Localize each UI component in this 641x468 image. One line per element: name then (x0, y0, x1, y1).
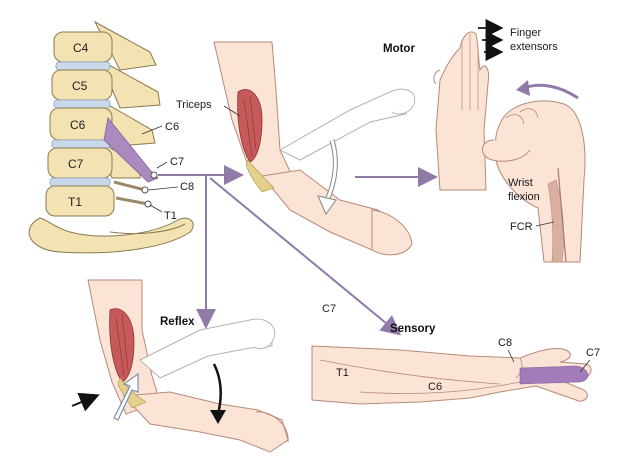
root-label-c8: C8 (180, 181, 194, 193)
label-dermatome-c6: C6 (428, 381, 442, 393)
label-wrist-flexion-2: flexion (508, 191, 540, 203)
label-wrist-flexion-1: Wrist (508, 177, 533, 189)
svg-text:C6: C6 (70, 118, 86, 132)
wrist-flexion-curved-arrow (523, 83, 579, 100)
label-triceps: Triceps (176, 99, 212, 111)
root-label-c6: C6 (165, 121, 179, 133)
vertebra-c4: C4 (53, 31, 113, 63)
disc-c5-c6 (53, 99, 111, 109)
label-finger-extensors-2: extensors (510, 41, 558, 53)
sensory-arm-dermatomes (311, 345, 592, 405)
vertebra-c6: C6 (49, 107, 113, 141)
vertebra-t1: T1 (45, 185, 115, 217)
svg-text:T1: T1 (68, 195, 82, 209)
first-rib (28, 217, 194, 254)
spinous-processes (93, 20, 161, 179)
triceps-arm-illustration (213, 41, 416, 256)
heading-reflex: Reflex (160, 316, 195, 328)
vertebra-c7: C7 (47, 147, 113, 179)
label-dermatome-c8: C8 (498, 337, 512, 349)
reflex-triceps-muscle (109, 308, 135, 383)
cervical-spine: C4 C5 C6 C7 T1 (28, 20, 194, 254)
pathway-arrows (158, 165, 438, 336)
reflex-tap-arrow-black (71, 392, 100, 412)
label-c7-pathway: C7 (322, 303, 336, 315)
reflex-motion-arrow (212, 363, 222, 415)
root-labels: C6 C7 C8 T1 (141, 121, 194, 222)
dermatome-c7-region (519, 365, 589, 385)
label-fcr: FCR (510, 221, 533, 233)
root-label-c7: C7 (170, 156, 184, 168)
c8-nerve-root (113, 180, 146, 192)
label-finger-extensors-1: Finger (510, 27, 542, 39)
svg-text:C5: C5 (72, 79, 88, 93)
reflex-arm-illustration (87, 279, 289, 453)
label-dermatome-t1: T1 (336, 367, 349, 379)
t1-nerve-root (115, 196, 149, 206)
fist-wrist-flexion (482, 100, 586, 263)
heading-motor: Motor (383, 43, 415, 55)
heading-sensory: Sensory (390, 323, 436, 335)
triceps-muscle (237, 89, 263, 163)
hand-finger-extension (433, 31, 489, 191)
disc-c4-c5 (55, 61, 111, 71)
vertebra-c5: C5 (51, 69, 113, 101)
disc-c6-c7 (51, 139, 111, 149)
svg-text:C7: C7 (68, 157, 84, 171)
arrow-to-sensory (209, 177, 402, 336)
c7-nerve-root (103, 117, 159, 183)
finger-extensor-arrows (478, 19, 504, 61)
svg-text:C4: C4 (73, 41, 89, 55)
disc-c7-t1 (49, 177, 111, 187)
reflex-tap-arrow-outline (113, 372, 139, 421)
root-label-t1: T1 (164, 210, 177, 222)
label-dermatome-c7: C7 (586, 347, 600, 359)
